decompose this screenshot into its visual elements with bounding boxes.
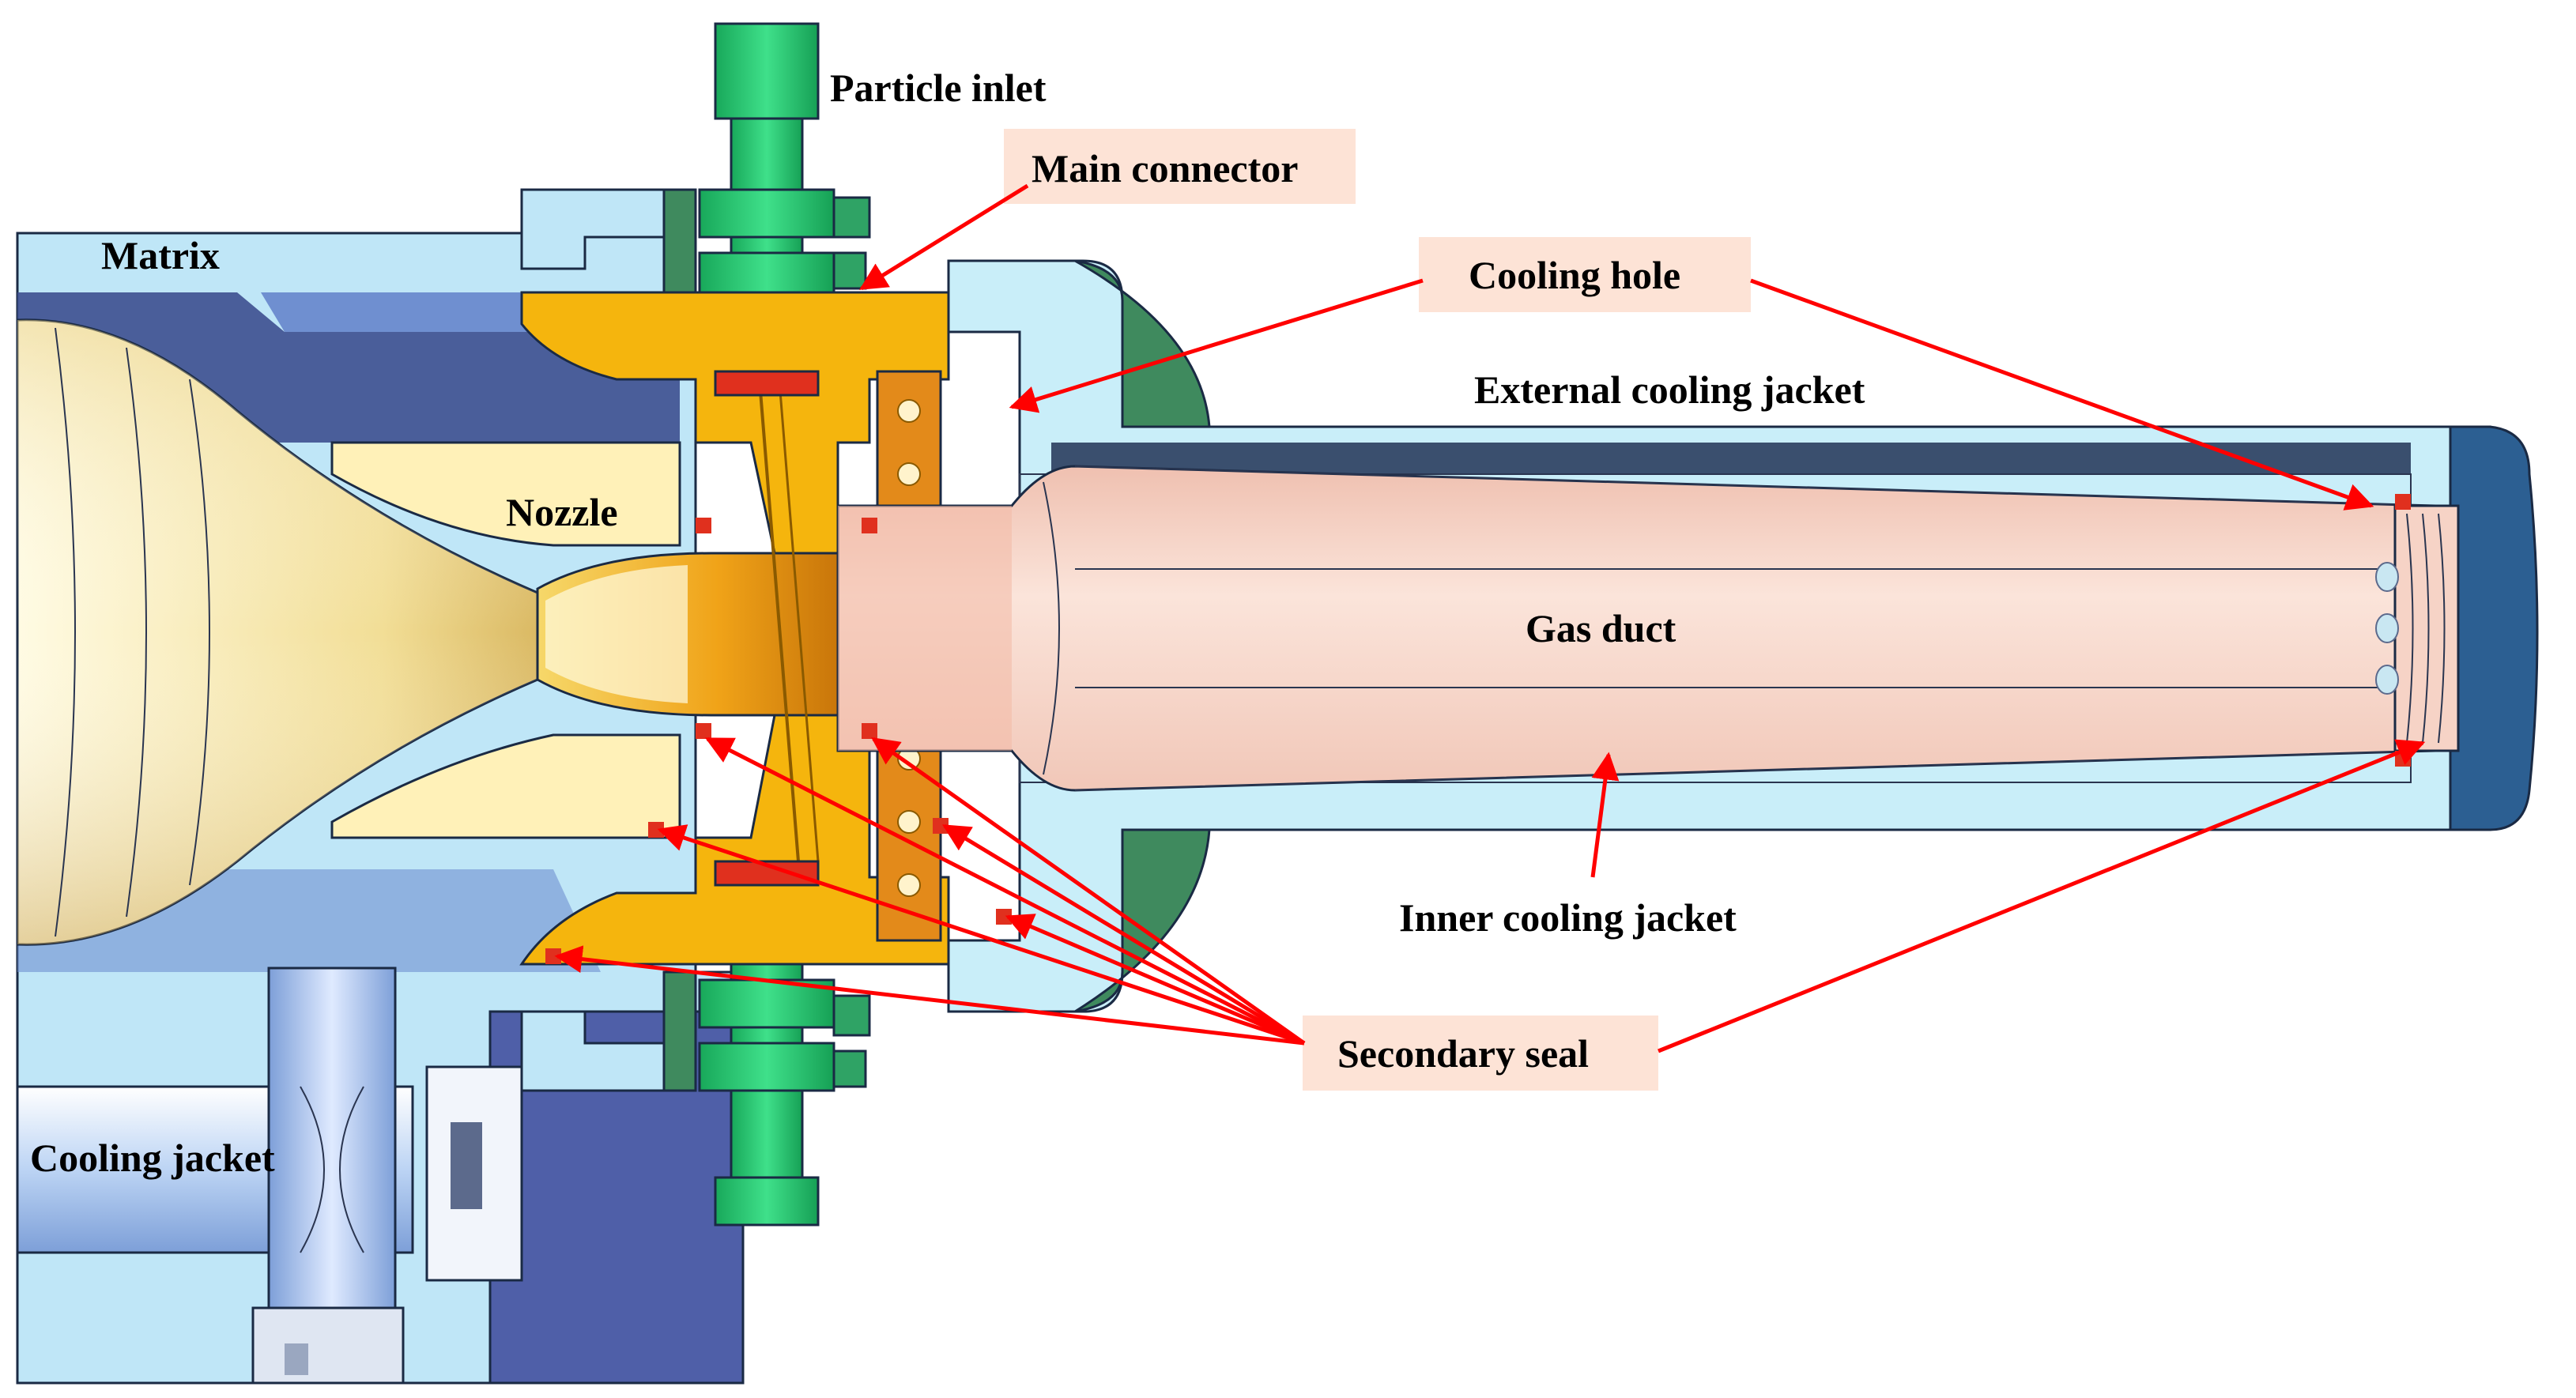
secondary-seal-label: Secondary seal xyxy=(1337,1031,1589,1076)
secondary-seal-label-box xyxy=(1303,1016,1658,1091)
cooling-jacket-pipe xyxy=(16,967,523,1385)
callout-arrows xyxy=(554,183,2426,1053)
particle-inlet-label: Particle inlet xyxy=(830,66,1047,110)
cooling-hole-label: Cooling hole xyxy=(1469,253,1680,297)
main-connector-label: Main connector xyxy=(1032,146,1298,190)
gas-duct-part xyxy=(836,465,2460,792)
nozzle-part xyxy=(16,318,839,946)
cooling-hole-label-box xyxy=(1419,237,1751,312)
cooling-jacket-label: Cooling jacket xyxy=(30,1136,275,1180)
inner-cooling-jacket-label: Inner cooling jacket xyxy=(1399,895,1737,940)
main-connector-label-box xyxy=(1004,129,1356,204)
nozzle-label: Nozzle xyxy=(506,490,618,534)
matrix-label: Matrix xyxy=(101,233,220,277)
gas-duct-label: Gas duct xyxy=(1526,606,1676,650)
external-cooling-jacket-label: External cooling jacket xyxy=(1474,367,1865,412)
clamp-parts xyxy=(520,188,697,1092)
